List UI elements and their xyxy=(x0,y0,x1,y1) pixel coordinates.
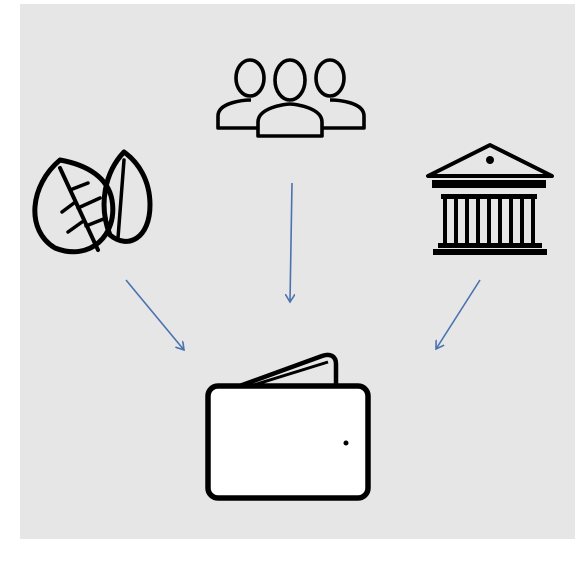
arrows xyxy=(125,182,481,350)
arrow-leaves-to-wallet xyxy=(125,279,184,350)
arrow-bank-to-wallet xyxy=(436,279,481,349)
arrow-people-to-wallet xyxy=(290,182,292,302)
wallet-icon xyxy=(205,352,371,501)
leaves-icon xyxy=(32,149,153,255)
bank-building-icon xyxy=(426,143,554,255)
people-group-icon xyxy=(216,58,366,138)
